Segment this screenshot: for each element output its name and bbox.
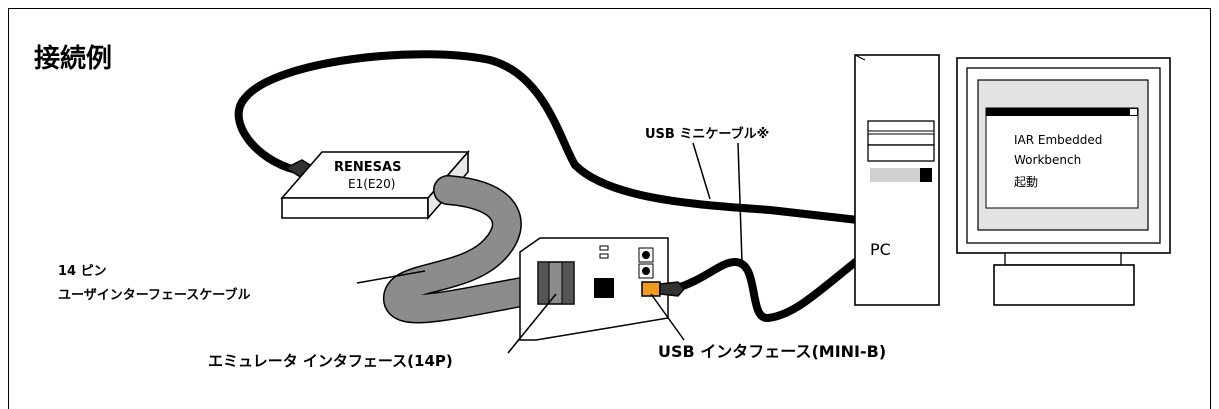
page-title: 接続例 xyxy=(34,44,113,74)
monitor-text-line2: Workbench xyxy=(1014,153,1082,167)
emulator-model: E1(E20) xyxy=(348,177,396,191)
usb-cable-label: USB ミニケーブル※ xyxy=(645,127,770,142)
board-usb-plug xyxy=(659,281,685,297)
usb-interface-label: USB インタフェース(MINI-B) xyxy=(658,342,887,361)
user-interface-cable-fill xyxy=(384,176,559,322)
emulator-brand: RENESAS xyxy=(334,160,402,175)
monitor-text-line3: 起動 xyxy=(1014,175,1039,189)
pc-label: PC xyxy=(870,240,891,259)
pin-count-label: 14 ピン xyxy=(58,264,107,279)
monitor xyxy=(956,57,1171,306)
emulator-if-leader xyxy=(507,293,557,354)
board-usb-cable xyxy=(670,256,862,322)
diagram-frame xyxy=(8,8,1211,409)
emulator-interface-label: エミュレータ インタフェース(14P) xyxy=(208,352,453,370)
monitor-text-line1: IAR Embedded xyxy=(1014,133,1103,147)
target-board xyxy=(519,237,669,341)
user-interface-cable-label: ユーザインターフェースケーブル xyxy=(58,288,251,303)
usb-cable-leader-2 xyxy=(737,142,743,263)
usb-cable-leader-1 xyxy=(692,142,711,200)
usb-if-leader xyxy=(650,293,685,341)
pin-cable-leader xyxy=(356,270,426,284)
pc-tower xyxy=(854,54,940,306)
emulator-usb-cable xyxy=(234,50,862,224)
